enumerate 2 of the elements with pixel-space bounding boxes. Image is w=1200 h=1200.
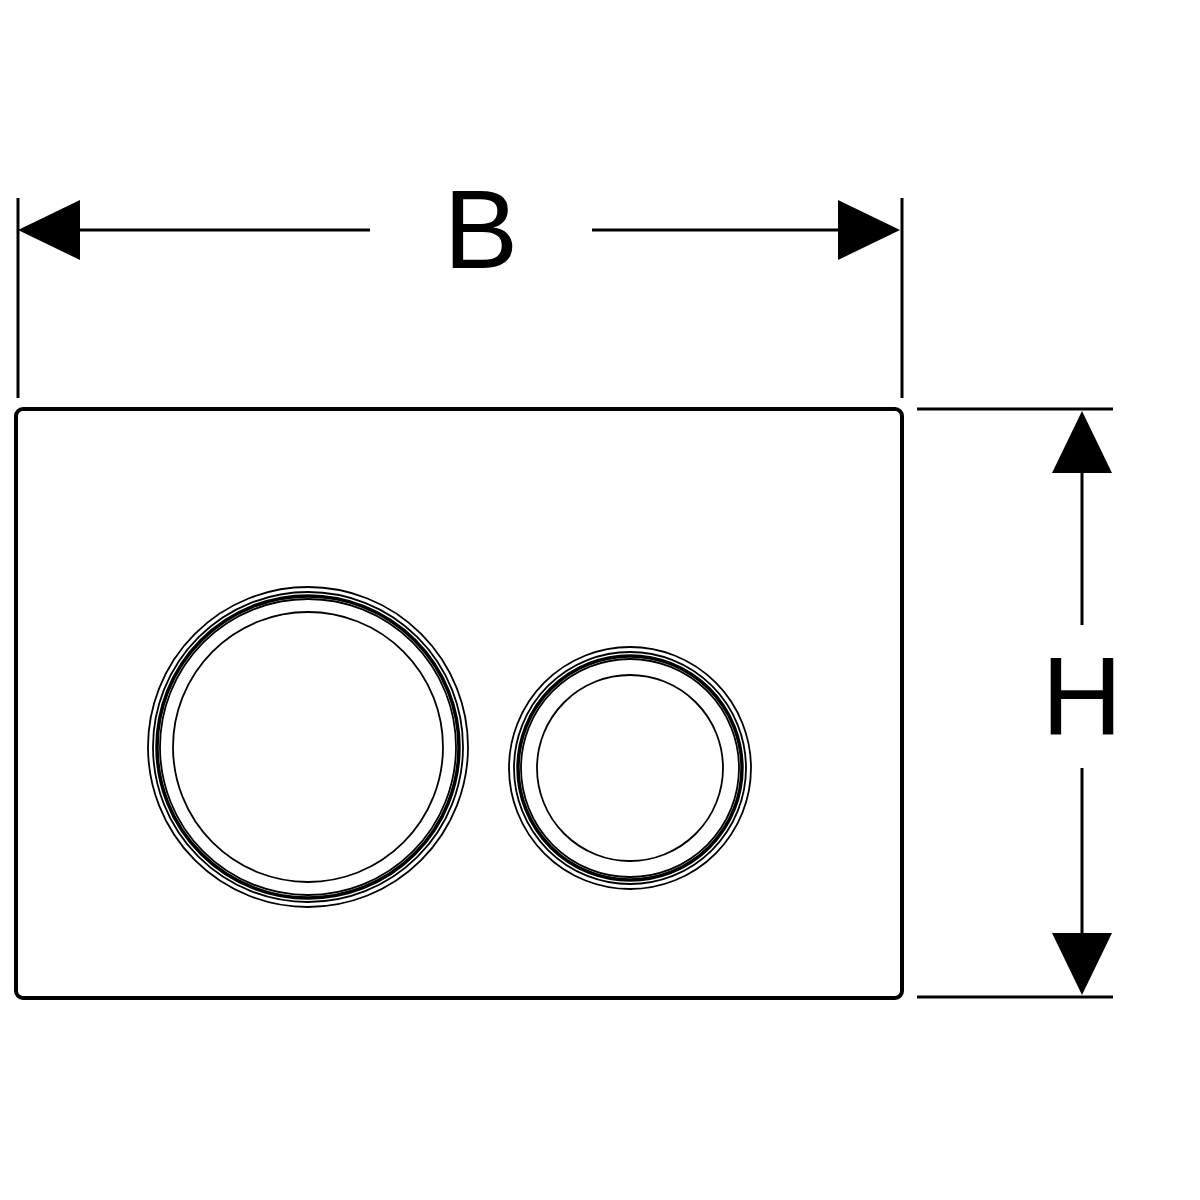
dimension-label: B — [443, 174, 519, 286]
dimension-label: H — [1041, 641, 1123, 753]
